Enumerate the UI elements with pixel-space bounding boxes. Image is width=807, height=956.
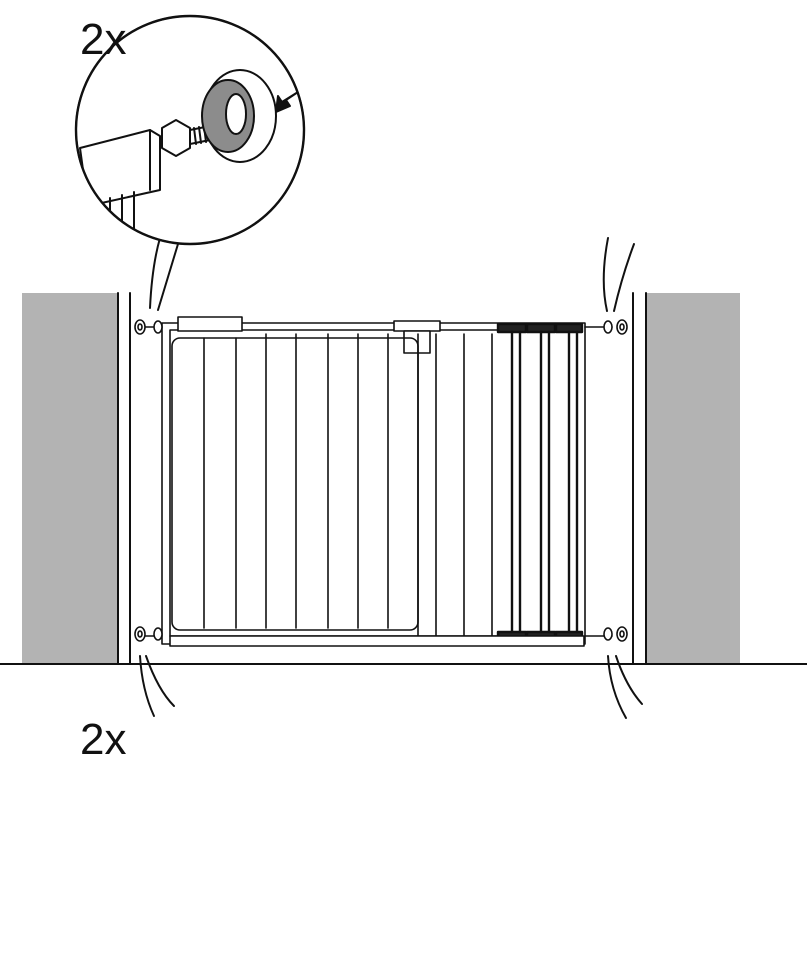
- wall-cups: [134, 319, 628, 642]
- top-quantity-label: 2x: [80, 15, 127, 64]
- detail-top-1: [74, 14, 306, 246]
- door-frame: [117, 292, 647, 665]
- latch-handle: [177, 316, 243, 332]
- left-wall: [22, 293, 118, 663]
- gate-bars: [203, 333, 493, 637]
- safety-gate: [134, 316, 628, 647]
- callout-pointers: [139, 237, 643, 719]
- right-wall: [646, 293, 740, 663]
- arrow-icon: [275, 91, 299, 113]
- nut-icon: [161, 119, 191, 157]
- bottom-quantity-label: 2x: [80, 715, 127, 764]
- main-scene: [0, 237, 807, 719]
